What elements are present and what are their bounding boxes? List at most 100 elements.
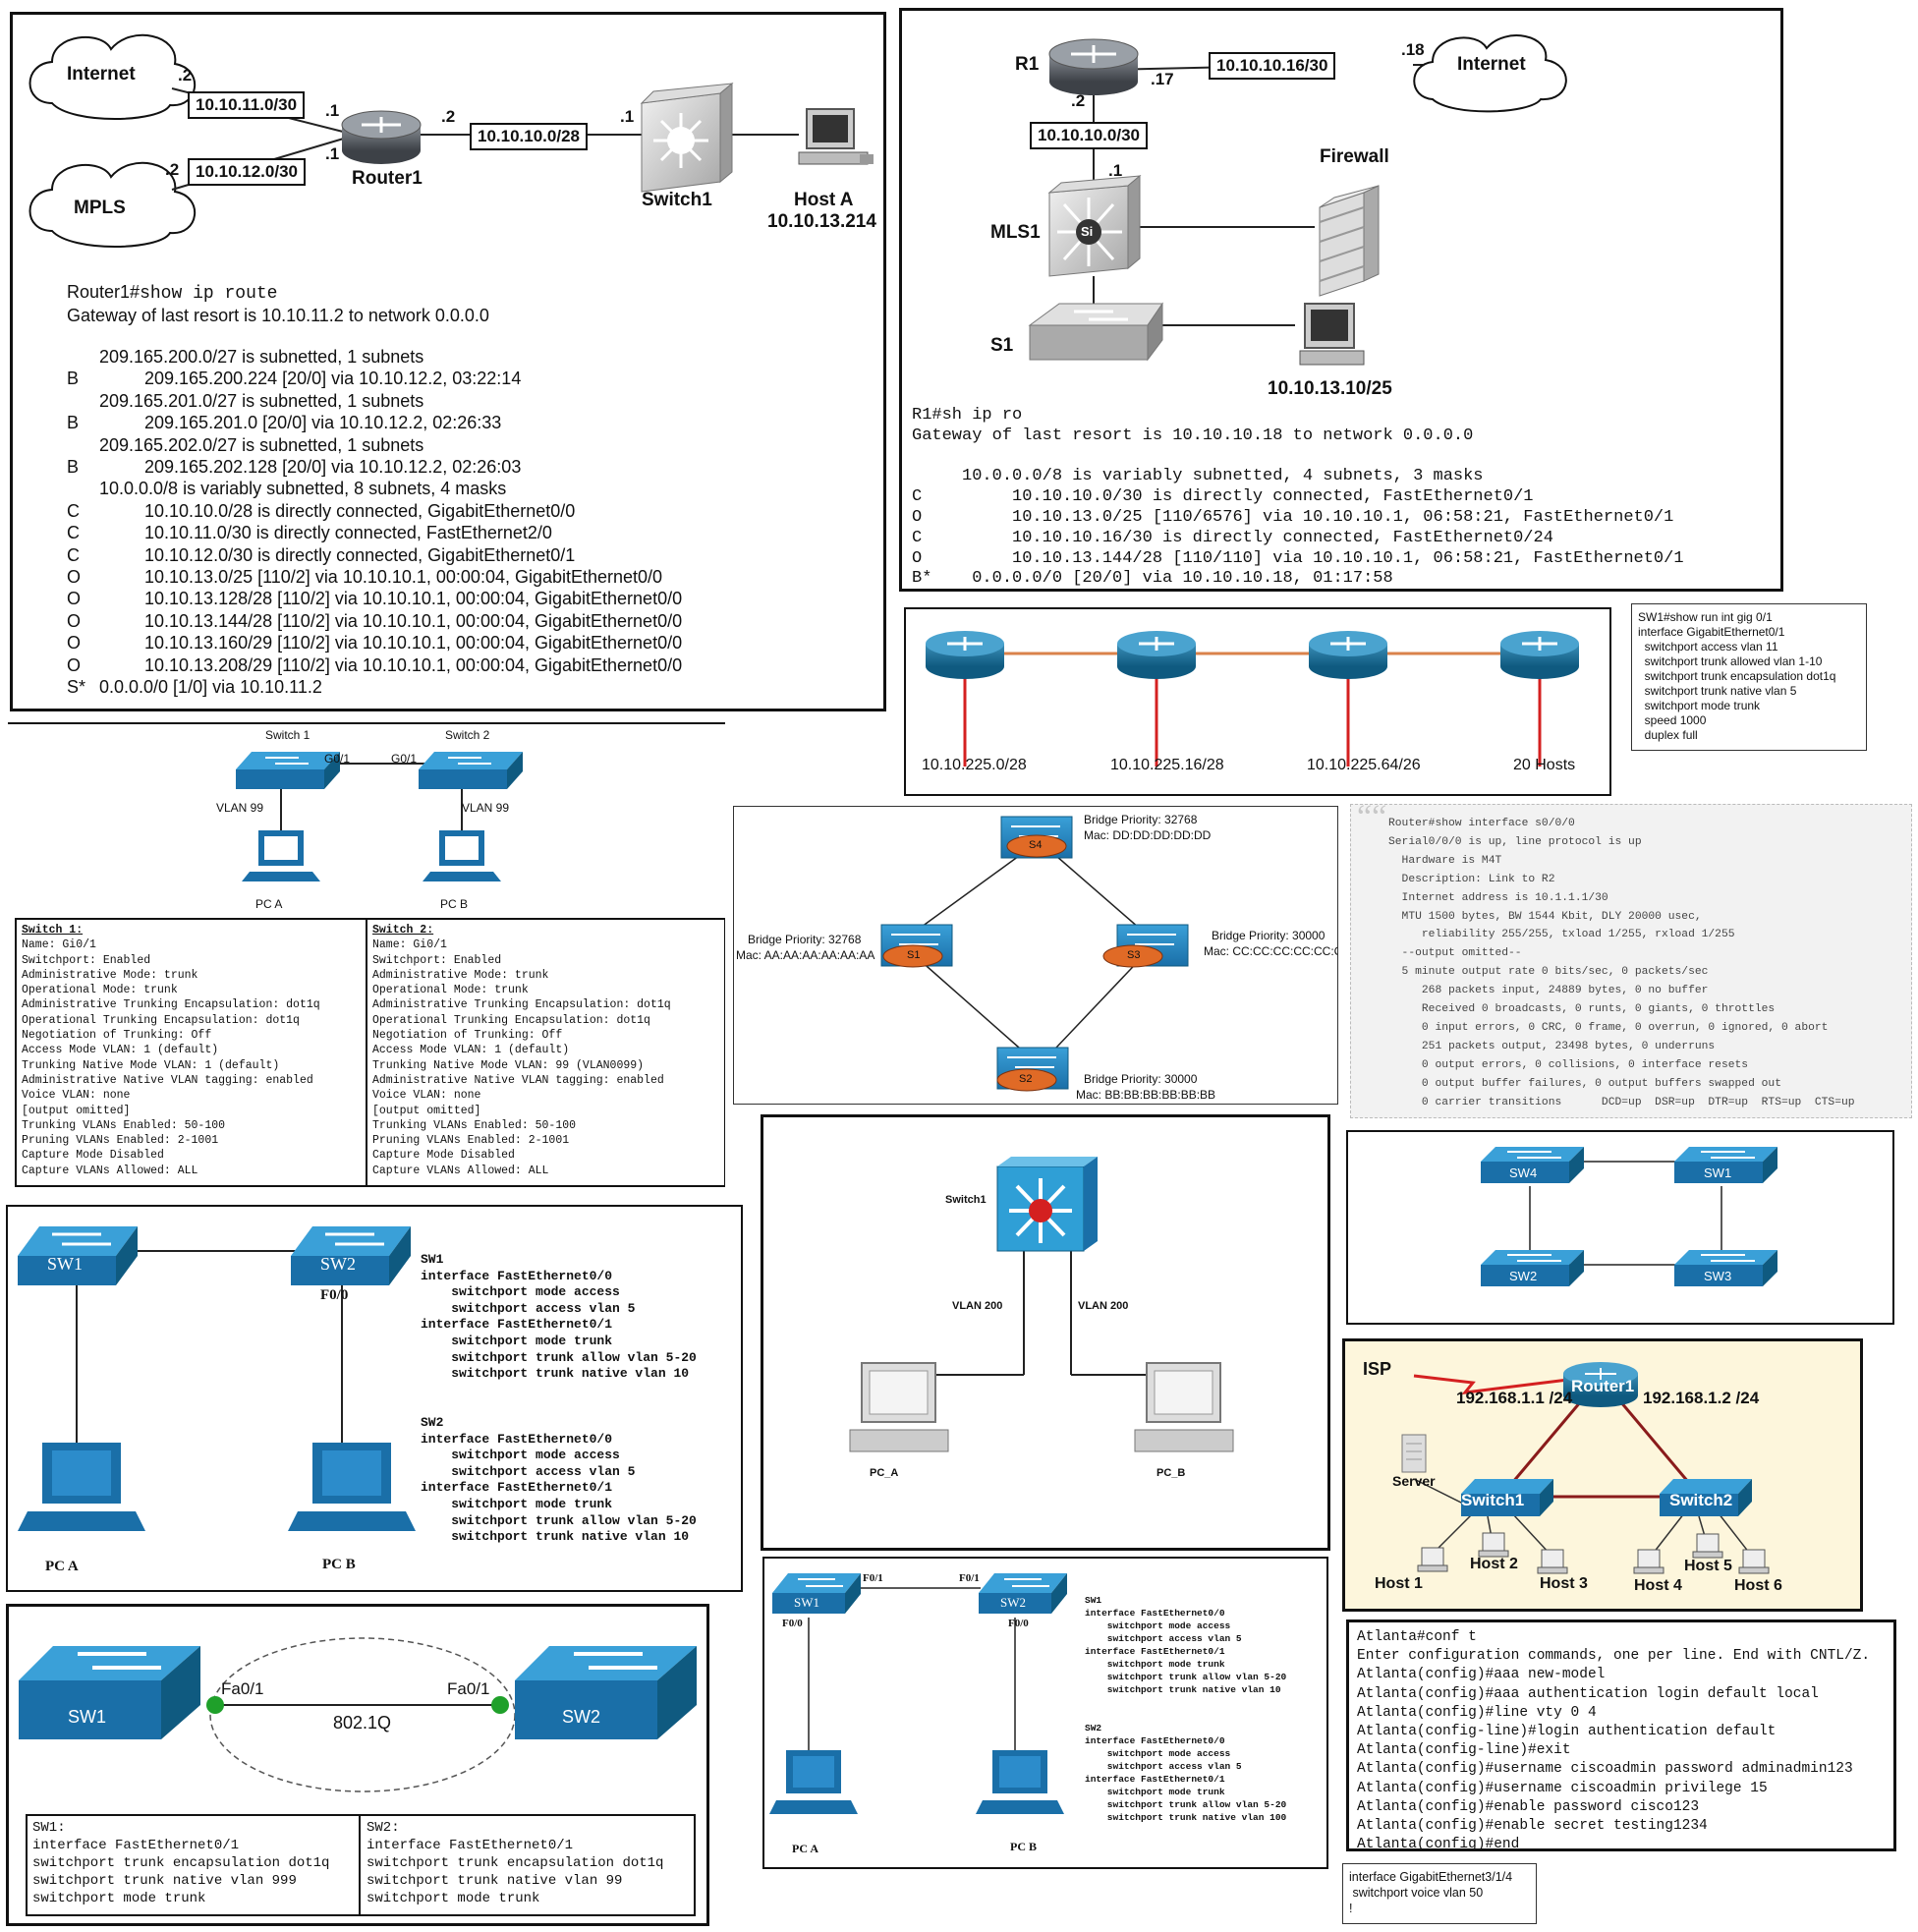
cli-line: Gateway of last resort is 10.10.10.18 to… (912, 426, 1474, 445)
sw2-label: SW2 (562, 1707, 601, 1727)
cli-line: switchport mode trunk (32, 1891, 206, 1906)
topology-10 (1481, 1147, 1777, 1286)
router-icon (1500, 631, 1579, 679)
cli-line: switchport voice vlan 50 (1349, 1886, 1484, 1900)
trunk-mismatch-panel: Switch 1 Switch 2 G0/1 G0/1 VLAN 99 VLAN… (8, 722, 725, 1189)
sw2-switch-icon (291, 1226, 411, 1285)
route-code: C (67, 523, 80, 543)
cli-line: Internet address is 10.1.1.1/30 (1388, 891, 1608, 904)
bridge-mac: Mac: BB:BB:BB:BB:BB:BB (1076, 1088, 1216, 1102)
subnet-label: 10.10.225.64/26 (1307, 757, 1421, 773)
cli-line: Switch 2: (372, 924, 434, 937)
route-entry: 10.10.12.0/30 is directly connected, Gig… (144, 544, 576, 565)
cli-line: Atlanta#conf t (1357, 1629, 1477, 1645)
mls1-switch-icon (1047, 174, 1142, 277)
cli-line: switchport trunk native vlan 10 (421, 1529, 690, 1545)
port-dot (491, 1696, 509, 1714)
sw2-label: SW2 (1509, 1269, 1538, 1283)
cli-line: SW1#show run int gig 0/1 (1638, 610, 1773, 624)
switch1-icon (640, 82, 734, 193)
cli-line: Administrative Trunking Encapsulation: d… (22, 998, 320, 1012)
interface-digit: .1 (620, 107, 635, 126)
cli-line: [output omitted] (22, 1104, 131, 1117)
cli-line: SW1 (421, 1252, 444, 1267)
switch-tag: S2 (1019, 1073, 1033, 1085)
route-entry: 209.165.200.224 [20/0] via 10.10.12.2, 0… (144, 369, 522, 389)
cli-line: Negotiation of Trunking: Off (372, 1029, 563, 1043)
cli-line: Operational Trunking Encapsulation: dot1… (22, 1013, 300, 1027)
interface-digit: .2 (165, 160, 180, 179)
route-entry: 209.165.202.0/27 is subnetted, 1 subnets (99, 434, 424, 455)
cli-line: switchport access vlan 5 (1085, 1633, 1242, 1644)
native-vlan-panel: SW1 SW2 Fa0/1 Fa0/1 802.1Q SW1:interface… (6, 1604, 709, 1926)
cli-line: Voice VLAN: none (22, 1089, 131, 1103)
s1-switch-icon (1028, 302, 1163, 362)
host-6-icon (1738, 1549, 1770, 1574)
r1-router-icon (1048, 38, 1139, 95)
port-label: F0/0 (320, 1287, 349, 1303)
cli-line: O 10.10.13.0/25 [110/6576] via 10.10.10.… (912, 507, 1674, 527)
cli-line: switchport trunk allowed vlan 1-10 (1638, 654, 1823, 668)
cli-line: reliability 255/255, txload 1/255, rxloa… (1388, 929, 1735, 941)
isp-label: ISP (1363, 1359, 1392, 1379)
cli-line: switchport trunk allow vlan 5-20 (1085, 1799, 1287, 1810)
interface-digit: .1 (1108, 161, 1123, 180)
cli-line: Description: Link to R2 (1388, 873, 1555, 885)
route-code: O (67, 654, 82, 675)
cli-line: Trunking Native Mode VLAN: 1 (default) (22, 1058, 280, 1072)
route-entry: 209.165.200.0/27 is subnetted, 1 subnets (99, 347, 424, 367)
firewall-label: Firewall (1320, 146, 1389, 167)
si-label: Si (1081, 224, 1094, 239)
route-entry: 10.10.13.0/25 [110/2] via 10.10.10.1, 00… (144, 567, 663, 587)
cli-line: interface FastEthernet0/1 (1085, 1774, 1225, 1785)
topology-11 (19, 1637, 697, 1916)
pc-b-computer-icon (288, 1443, 416, 1531)
switch1-label: Switch1 (642, 190, 712, 210)
sw4-switch-icon (1481, 1147, 1584, 1183)
sw2-switch-icon (1481, 1250, 1584, 1286)
sw1-label: SW1 (794, 1595, 819, 1610)
cli-line: switchport trunk allow vlan 5-20 (421, 1349, 697, 1365)
port-label: Fa0/1 (221, 1679, 264, 1698)
cli-line: duplex full (1638, 728, 1698, 742)
s1-switch-icon (880, 924, 953, 968)
pc-a-label: PC A (255, 897, 283, 911)
cli-line: --output omitted-- (1388, 947, 1522, 960)
cli-line: Received 0 broadcasts, 0 runts, 0 giants… (1388, 1003, 1776, 1016)
pc-b-label: PC B (440, 897, 469, 911)
isp-topology-panel: ISP Router1 192.168.1.1 /24 192.168.1.2 … (1342, 1338, 1863, 1612)
switch-tag: S3 (1127, 949, 1141, 961)
route-code: C (67, 544, 80, 565)
cli-line: switchport mode access (421, 1448, 620, 1463)
cli-line: SW1: (32, 1820, 66, 1836)
host-computer-icon (1299, 303, 1365, 366)
router1-label: Router1 (352, 168, 423, 189)
host-5-icon (1692, 1533, 1723, 1559)
cli-line: SW2: (367, 1820, 400, 1836)
cli-line: Operational Trunking Encapsulation: dot1… (372, 1013, 650, 1027)
gateway-line: Gateway of last resort is 10.10.11.2 to … (67, 306, 489, 325)
ip-label: 192.168.1.1 /24 (1456, 1389, 1573, 1407)
cli-line: Switchport: Enabled (22, 953, 151, 967)
cli-line: switchport trunk native vlan 999 (32, 1873, 297, 1889)
host-label: Host 5 (1684, 1558, 1732, 1574)
sw1-switch-icon (19, 1646, 200, 1739)
cli-command: Router1#show ip route (67, 282, 278, 304)
net-box: 10.10.11.0/30 (188, 91, 306, 119)
topology-6 (880, 816, 1189, 1092)
cli-line: 0 input errors, 0 CRC, 0 frame, 0 overru… (1388, 1021, 1829, 1034)
route-table-panel-1: Internet MPLS 10.10.11.0/30 10.10.12.0/3… (10, 12, 886, 711)
bridge-priority: Bridge Priority: 32768 (748, 933, 862, 946)
cli-line: Trunking Native Mode VLAN: 99 (VLAN0099) (372, 1058, 645, 1072)
route-code: O (67, 567, 82, 587)
cli-line: Atlanta(config)#enable secret testing123… (1357, 1818, 1708, 1835)
switch1-label: Switch1 (1461, 1491, 1525, 1509)
port-label: F0/1 (863, 1572, 883, 1584)
bridge-mac: Mac: AA:AA:AA:AA:AA:AA (736, 948, 875, 962)
s1-label: S1 (990, 335, 1014, 356)
vlan-label: VLAN 99 (216, 801, 264, 815)
